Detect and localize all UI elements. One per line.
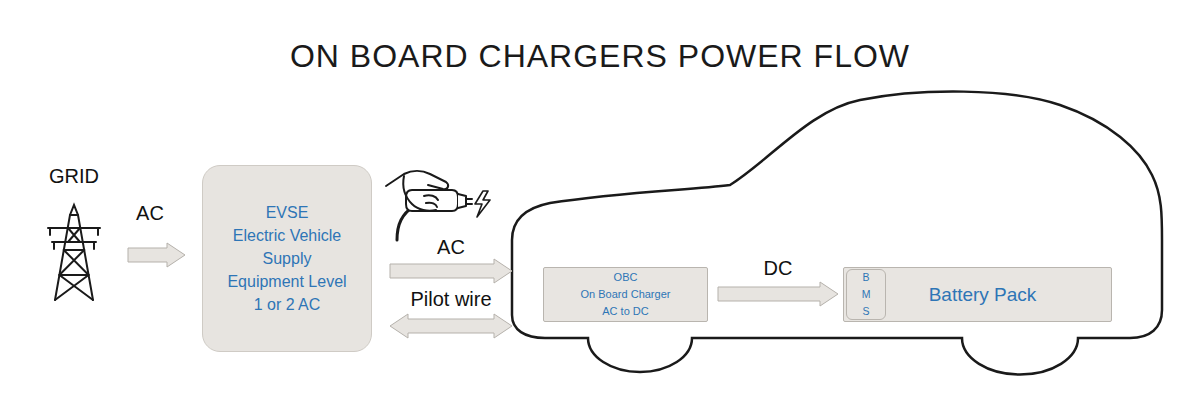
connector-label: DC [764,257,793,280]
bms-box: B M S [846,269,886,320]
block-arrow [128,243,185,267]
current-type-label: AC [136,202,164,225]
source-label: GRID [49,165,99,188]
node-text: AC to DC [551,303,701,320]
block-arrow-connector [390,259,512,283]
node-heading: Battery Pack [888,283,1078,307]
text-wrapper: B M S [847,270,885,319]
node-heading: OBC [551,269,701,286]
charging-plug-icon [386,171,490,240]
diagram-title: ON BOARD CHARGERS POWER FLOW [0,36,1200,76]
connector-label: AC [437,236,465,259]
node-text: Electric Vehicle Supply Equipment Level … [223,224,351,316]
node-text: On Board Charger [551,286,701,303]
power-tower-symbol [48,205,100,300]
node-heading: EVSE [217,201,357,224]
block-arrow-connector [390,314,512,338]
text-wrapper: OBCOn Board ChargerAC to DC [544,268,707,321]
car-outline [512,92,1162,375]
battery-box: Battery Pack B M S [843,267,1112,322]
text-wrapper: EVSEElectric Vehicle Supply Equipment Le… [203,166,371,351]
equipment-box: EVSEElectric Vehicle Supply Equipment Le… [202,165,372,352]
connector-label: Pilot wire [410,288,491,311]
block-arrow-connector [718,282,838,306]
charger-box: OBCOn Board ChargerAC to DC [543,267,708,322]
node-heading: B M S [860,269,872,320]
